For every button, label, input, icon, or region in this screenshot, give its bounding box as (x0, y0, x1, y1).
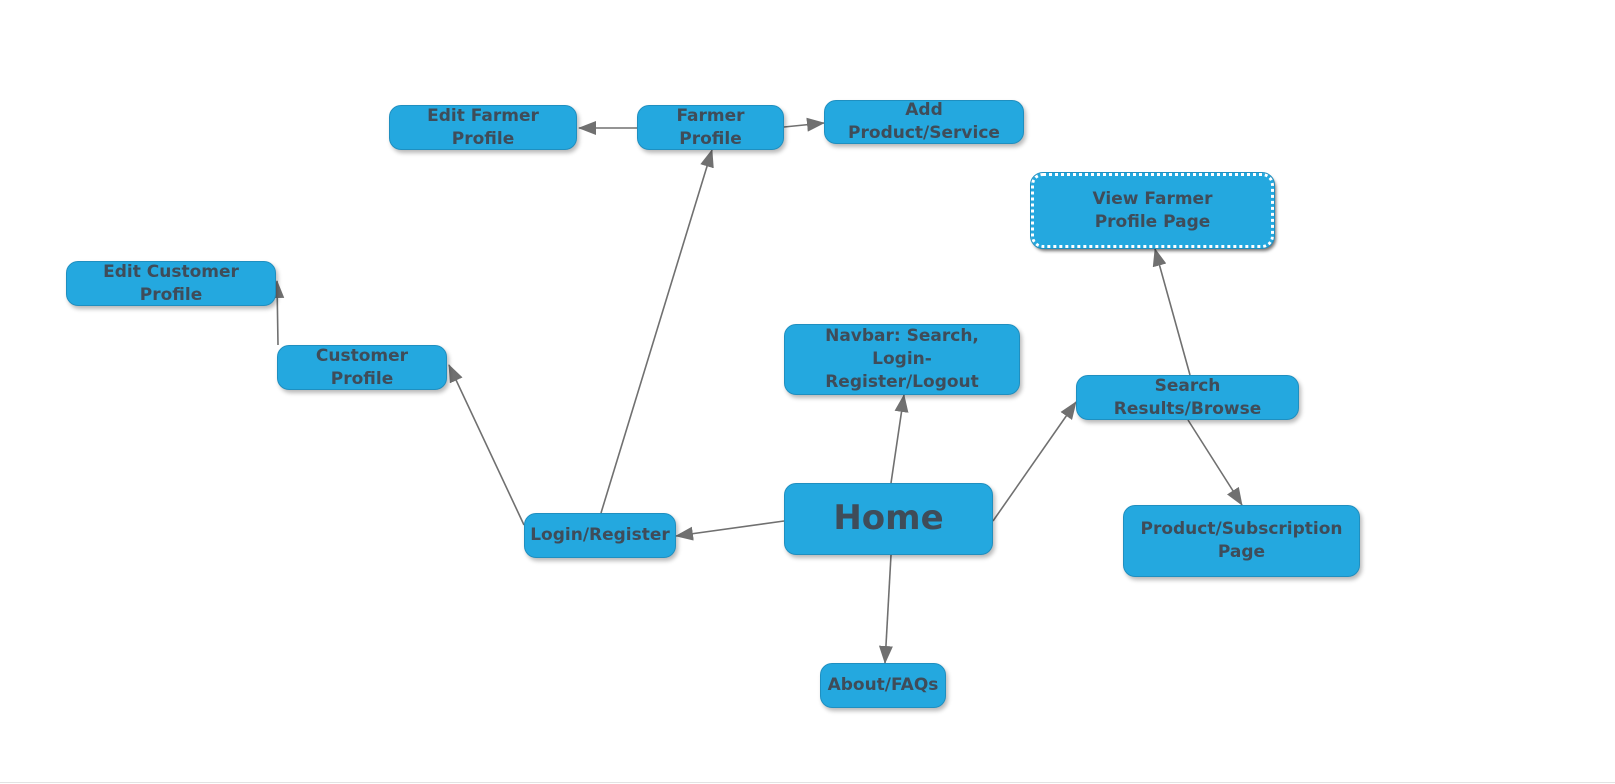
node-view-farmer-profile-label: View Farmer Profile Page (1092, 188, 1213, 232)
edge-search-results-to-view-farmer-profile[interactable] (1152, 248, 1191, 376)
node-edit-farmer-profile-label: Edit Farmer Profile (427, 105, 539, 149)
node-product-subscription[interactable]: Product/Subscription Page (1123, 505, 1360, 577)
node-customer-profile-label: Customer Profile (315, 345, 409, 389)
edge-farmer-profile-to-add-product-service[interactable] (783, 117, 825, 132)
node-edit-customer-profile-label: Edit Customer Profile (103, 261, 239, 305)
node-login-register-label: Login/Register (530, 525, 670, 546)
node-farmer-profile-label: Farmer Profile (676, 105, 745, 149)
node-navbar[interactable]: Navbar: Search, Login-Register/Logout (784, 324, 1020, 395)
canvas-bottom-divider (0, 782, 1615, 783)
edge-home-to-login-register[interactable] (675, 520, 785, 541)
node-edit-customer-profile[interactable]: Edit Customer Profile (66, 261, 276, 306)
edge-home-to-about-faqs[interactable] (878, 554, 893, 664)
node-home-label: Home (833, 498, 944, 539)
edge-login-register-to-customer-profile[interactable] (448, 364, 525, 526)
node-add-product-service-label: Add Product/Service (848, 100, 1000, 143)
edge-home-to-navbar[interactable] (890, 394, 909, 484)
node-home[interactable]: Home (784, 483, 993, 555)
node-search-results[interactable]: Search Results/Browse (1076, 375, 1299, 420)
node-view-farmer-profile[interactable]: View Farmer Profile Page (1030, 172, 1275, 249)
node-about-faqs-label: About/FAQs (827, 675, 939, 696)
node-about-faqs[interactable]: About/FAQs (820, 663, 946, 708)
node-login-register[interactable]: Login/Register (524, 513, 676, 558)
node-add-product-service[interactable]: Add Product/Service (824, 100, 1024, 144)
node-edit-farmer-profile[interactable]: Edit Farmer Profile (389, 105, 577, 150)
node-navbar-label: Navbar: Search, Login-Register/Logout (825, 326, 979, 392)
node-farmer-profile[interactable]: Farmer Profile (637, 105, 784, 150)
node-search-results-label: Search Results/Browse (1113, 375, 1262, 419)
node-product-subscription-label: Product/Subscription Page (1140, 519, 1343, 562)
node-customer-profile[interactable]: Customer Profile (277, 345, 447, 390)
edge-customer-profile-to-edit-customer-profile[interactable] (270, 280, 285, 346)
edge-home-to-search-results[interactable] (992, 401, 1077, 522)
edge-login-register-to-farmer-profile[interactable] (600, 149, 714, 514)
edge-search-results-to-product-subscription[interactable] (1187, 419, 1243, 506)
